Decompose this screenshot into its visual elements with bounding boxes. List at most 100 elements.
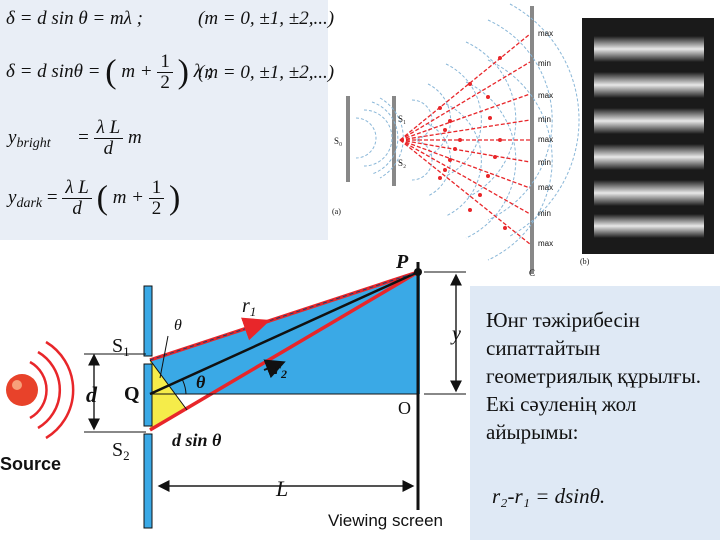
fraction-numerator: 1: [148, 178, 165, 199]
formula-constructive-range: (m = 0, ±1, ±2,...): [198, 8, 334, 30]
label-s2-small: S₂: [398, 158, 406, 168]
interference-lines: [399, 33, 531, 245]
bright-fringe: [594, 72, 704, 98]
fraction-numerator: λ L: [62, 178, 92, 199]
barrier-top: [143, 285, 153, 357]
screen-label-min: min: [538, 158, 551, 167]
label-s0: S₀: [334, 136, 342, 146]
dashed-r1: [149, 271, 419, 361]
fraction-denominator: d: [103, 137, 114, 159]
label-screen-c: C: [529, 268, 535, 278]
label-o: O: [398, 398, 411, 418]
fraction-half: 1 2: [148, 178, 165, 219]
formula-panel: [0, 0, 328, 240]
fraction-denominator: d: [72, 197, 82, 219]
screen-label-max: max: [538, 91, 553, 100]
formula-sub-bright: bright: [16, 135, 51, 151]
label-viewing-screen: Viewing screen: [328, 511, 443, 530]
formula-lambda: λ ;: [193, 60, 213, 82]
fraction-lambda-l-d: λ L d: [62, 178, 92, 219]
label-part-a: (a): [332, 207, 341, 216]
bright-fringe: [594, 36, 704, 62]
screen-label-min: min: [538, 115, 551, 124]
wavefronts-s0: [355, 97, 404, 179]
formula-y: y: [8, 186, 17, 208]
light-source: Source: [0, 340, 75, 474]
label-r1: r1: [242, 295, 256, 319]
wave-figure-bg: [330, 82, 578, 280]
wavefronts-s1-s2: [411, 3, 580, 261]
barrier-s0: [346, 96, 350, 182]
equals-sign: =: [78, 126, 89, 148]
equals-sign: =: [46, 186, 58, 208]
screen-label-max: max: [538, 239, 553, 248]
label-s1: S1: [112, 335, 130, 359]
label-d: d: [86, 382, 98, 407]
fraction-numerator: λ L: [93, 118, 124, 139]
bright-fringe: [594, 180, 704, 206]
label-theta-mid: θ: [196, 372, 206, 392]
explanation-box: [470, 286, 720, 540]
label-s1-small: S₁: [398, 114, 406, 124]
label-p: P: [395, 251, 409, 273]
fraction-denominator: 2: [151, 197, 162, 219]
label-part-b: (b): [580, 257, 590, 266]
formula-m-plus: m +: [121, 60, 153, 82]
formula-destructive-text: δ = d sinθ =: [6, 60, 101, 82]
screen-label-max: max: [538, 183, 553, 192]
bright-fringe: [594, 214, 704, 238]
label-l: L: [275, 476, 288, 501]
formula-m: m: [127, 126, 142, 148]
formula-y: y: [8, 126, 17, 148]
fraction-lambda-l-d: λ L d: [93, 118, 124, 159]
wave-interference-figure: S₀ S₁ S₂ C (a) max min max min max min m…: [330, 3, 580, 280]
paren-open: (: [105, 53, 117, 91]
label-y: y: [450, 323, 461, 345]
fraction-denominator: 2: [160, 71, 170, 93]
formula-constructive-text: δ = d sin θ = mλ ;: [6, 8, 144, 29]
paren-close: ): [169, 179, 181, 217]
formula-y-bright: ybright = λ L d m: [8, 118, 142, 159]
paren-close: ): [177, 53, 189, 91]
label-r2: r2: [274, 358, 287, 381]
label-source: Source: [0, 454, 61, 474]
perpendicular-line: [149, 359, 188, 411]
label-d-sin-theta: d sin θ: [172, 430, 222, 450]
theta-leader: [159, 335, 169, 379]
young-geometry-diagram: Source P O y: [0, 251, 466, 530]
bright-fringe: [594, 108, 704, 134]
arrow-r2: [263, 359, 286, 379]
ray-center: [149, 270, 419, 396]
fringe-photo: (b): [580, 18, 714, 266]
ray-r2-lower: [149, 270, 419, 432]
screen-label-max: max: [538, 29, 553, 38]
screen-label-max: max: [538, 135, 553, 144]
label-theta-upper: θ: [174, 317, 182, 334]
barrier-middle: [143, 363, 153, 427]
bright-fringe: [594, 144, 704, 170]
arrow-r1: [241, 317, 271, 341]
formula-m-plus: m +: [112, 186, 144, 208]
path-difference-formula: r₂-r₁ = dsinθ.: [492, 484, 606, 508]
formula-range-text: (m = 0, ±1, ±2,...): [198, 62, 335, 83]
fraction-numerator: 1: [157, 52, 173, 73]
screen-label-min: min: [538, 209, 551, 218]
label-s2: S2: [112, 439, 130, 463]
label-q: Q: [124, 383, 140, 405]
formula-y-dark: ydark = λ L d ( m + 1 2 ): [8, 178, 180, 219]
screen-label-min: min: [538, 59, 551, 68]
paren-open: (: [96, 179, 108, 217]
barrier-s1-s2: [392, 96, 396, 186]
source-ball: [6, 374, 38, 406]
barrier-bottom: [143, 433, 153, 529]
formula-destructive: δ = d sinθ = ( m + 1 2 ) λ ;: [6, 52, 213, 93]
fraction-half: 1 2: [157, 52, 173, 93]
explanation-text: Юнг тәжірибесін сипаттайтын геометриялық…: [486, 308, 702, 444]
interference-dots: [438, 56, 507, 230]
theta-arc: [181, 378, 187, 395]
formula-destructive-range: (m = 0, ±1, ±2,...): [198, 62, 334, 84]
formula-sub-dark: dark: [16, 195, 43, 211]
screen-c: [530, 6, 534, 274]
formula-range-text: (m = 0, ±1, ±2,...): [198, 8, 335, 29]
